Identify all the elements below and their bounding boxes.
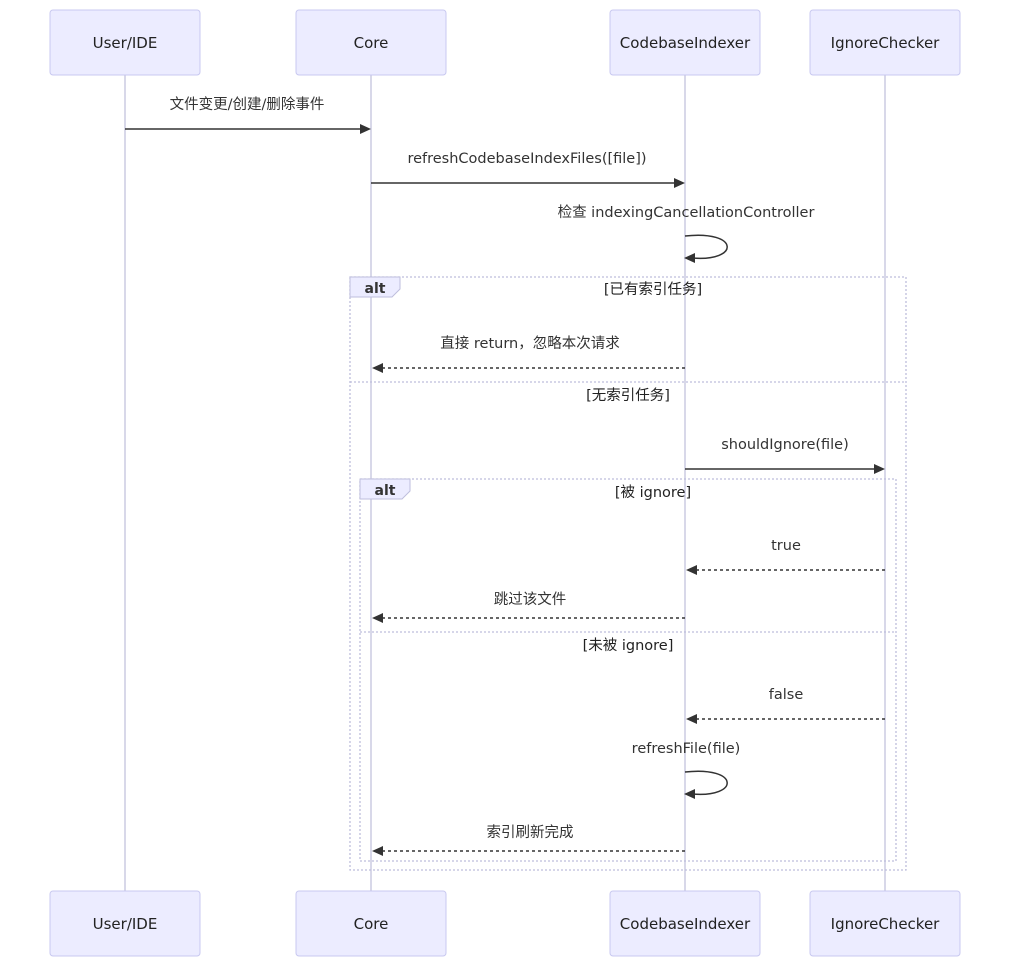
message-skip-file: 跳过该文件 [372, 591, 685, 623]
alt-condition-2: [未被 ignore] [583, 637, 674, 654]
actor-bottom-user-ide: User/IDE [49, 890, 201, 957]
actor-bottom-core: Core [295, 890, 447, 957]
arrowhead-icon [686, 565, 697, 575]
arrowhead-icon [372, 363, 383, 373]
actor-label: CodebaseIndexer [620, 34, 751, 52]
message-check-cancellation-controller: 检查 indexingCancellationController [558, 204, 815, 263]
arrowhead-icon [360, 124, 371, 134]
arrowhead-icon [684, 253, 695, 263]
alt-condition-1: [已有索引任务] [604, 281, 702, 298]
message-label: 文件变更/创建/删除事件 [170, 96, 325, 113]
message-label: refreshFile(file) [632, 741, 741, 757]
arrowhead-icon [674, 178, 685, 188]
arrowhead-icon [372, 846, 383, 856]
message-label: false [769, 687, 804, 703]
alt-condition-2: [无索引任务] [586, 387, 670, 404]
message-label: 跳过该文件 [494, 591, 567, 608]
alt-fragment-inner: alt [被 ignore] [未被 ignore] [359, 478, 897, 862]
alt-keyword: alt [365, 281, 386, 297]
actor-top-codebase-indexer: CodebaseIndexer [609, 9, 761, 76]
actor-top-core: Core [295, 9, 447, 76]
message-refresh-file: refreshFile(file) [632, 741, 741, 799]
message-label: true [771, 538, 801, 554]
actor-label: Core [354, 915, 389, 933]
message-file-change-event: 文件变更/创建/删除事件 [125, 96, 371, 134]
actor-label: Core [354, 34, 389, 52]
actor-top-user-ide: User/IDE [49, 9, 201, 76]
arrowhead-icon [874, 464, 885, 474]
message-true: true [686, 538, 885, 575]
actor-top-ignore-checker: IgnoreChecker [809, 9, 961, 76]
actor-label: IgnoreChecker [831, 915, 941, 933]
message-refresh-codebase-index-files: refreshCodebaseIndexFiles([file]) [371, 151, 685, 188]
message-label: 检查 indexingCancellationController [558, 204, 815, 221]
message-label: 索引刷新完成 [487, 824, 574, 841]
message-index-refresh-complete: 索引刷新完成 [372, 824, 685, 856]
alt-condition-1: [被 ignore] [615, 484, 691, 501]
actor-label: CodebaseIndexer [620, 915, 751, 933]
actor-bottom-codebase-indexer: CodebaseIndexer [609, 890, 761, 957]
actor-label: User/IDE [93, 915, 158, 933]
arrowhead-icon [686, 714, 697, 724]
message-label: 直接 return，忽略本次请求 [440, 335, 620, 352]
arrowhead-icon [372, 613, 383, 623]
actor-label: IgnoreChecker [831, 34, 941, 52]
message-label: refreshCodebaseIndexFiles([file]) [407, 151, 646, 167]
alt-fragment-outer: alt [已有索引任务] [无索引任务] [349, 276, 907, 871]
message-return-ignore-request: 直接 return，忽略本次请求 [372, 335, 685, 373]
alt-tab-inner [359, 478, 411, 500]
alt-tab-outer [349, 276, 401, 298]
arrowhead-icon [684, 789, 695, 799]
actor-bottom-ignore-checker: IgnoreChecker [809, 890, 961, 957]
message-false: false [686, 687, 885, 724]
message-should-ignore: shouldIgnore(file) [685, 437, 885, 474]
alt-keyword: alt [375, 483, 396, 499]
actor-label: User/IDE [93, 34, 158, 52]
message-label: shouldIgnore(file) [721, 437, 849, 453]
